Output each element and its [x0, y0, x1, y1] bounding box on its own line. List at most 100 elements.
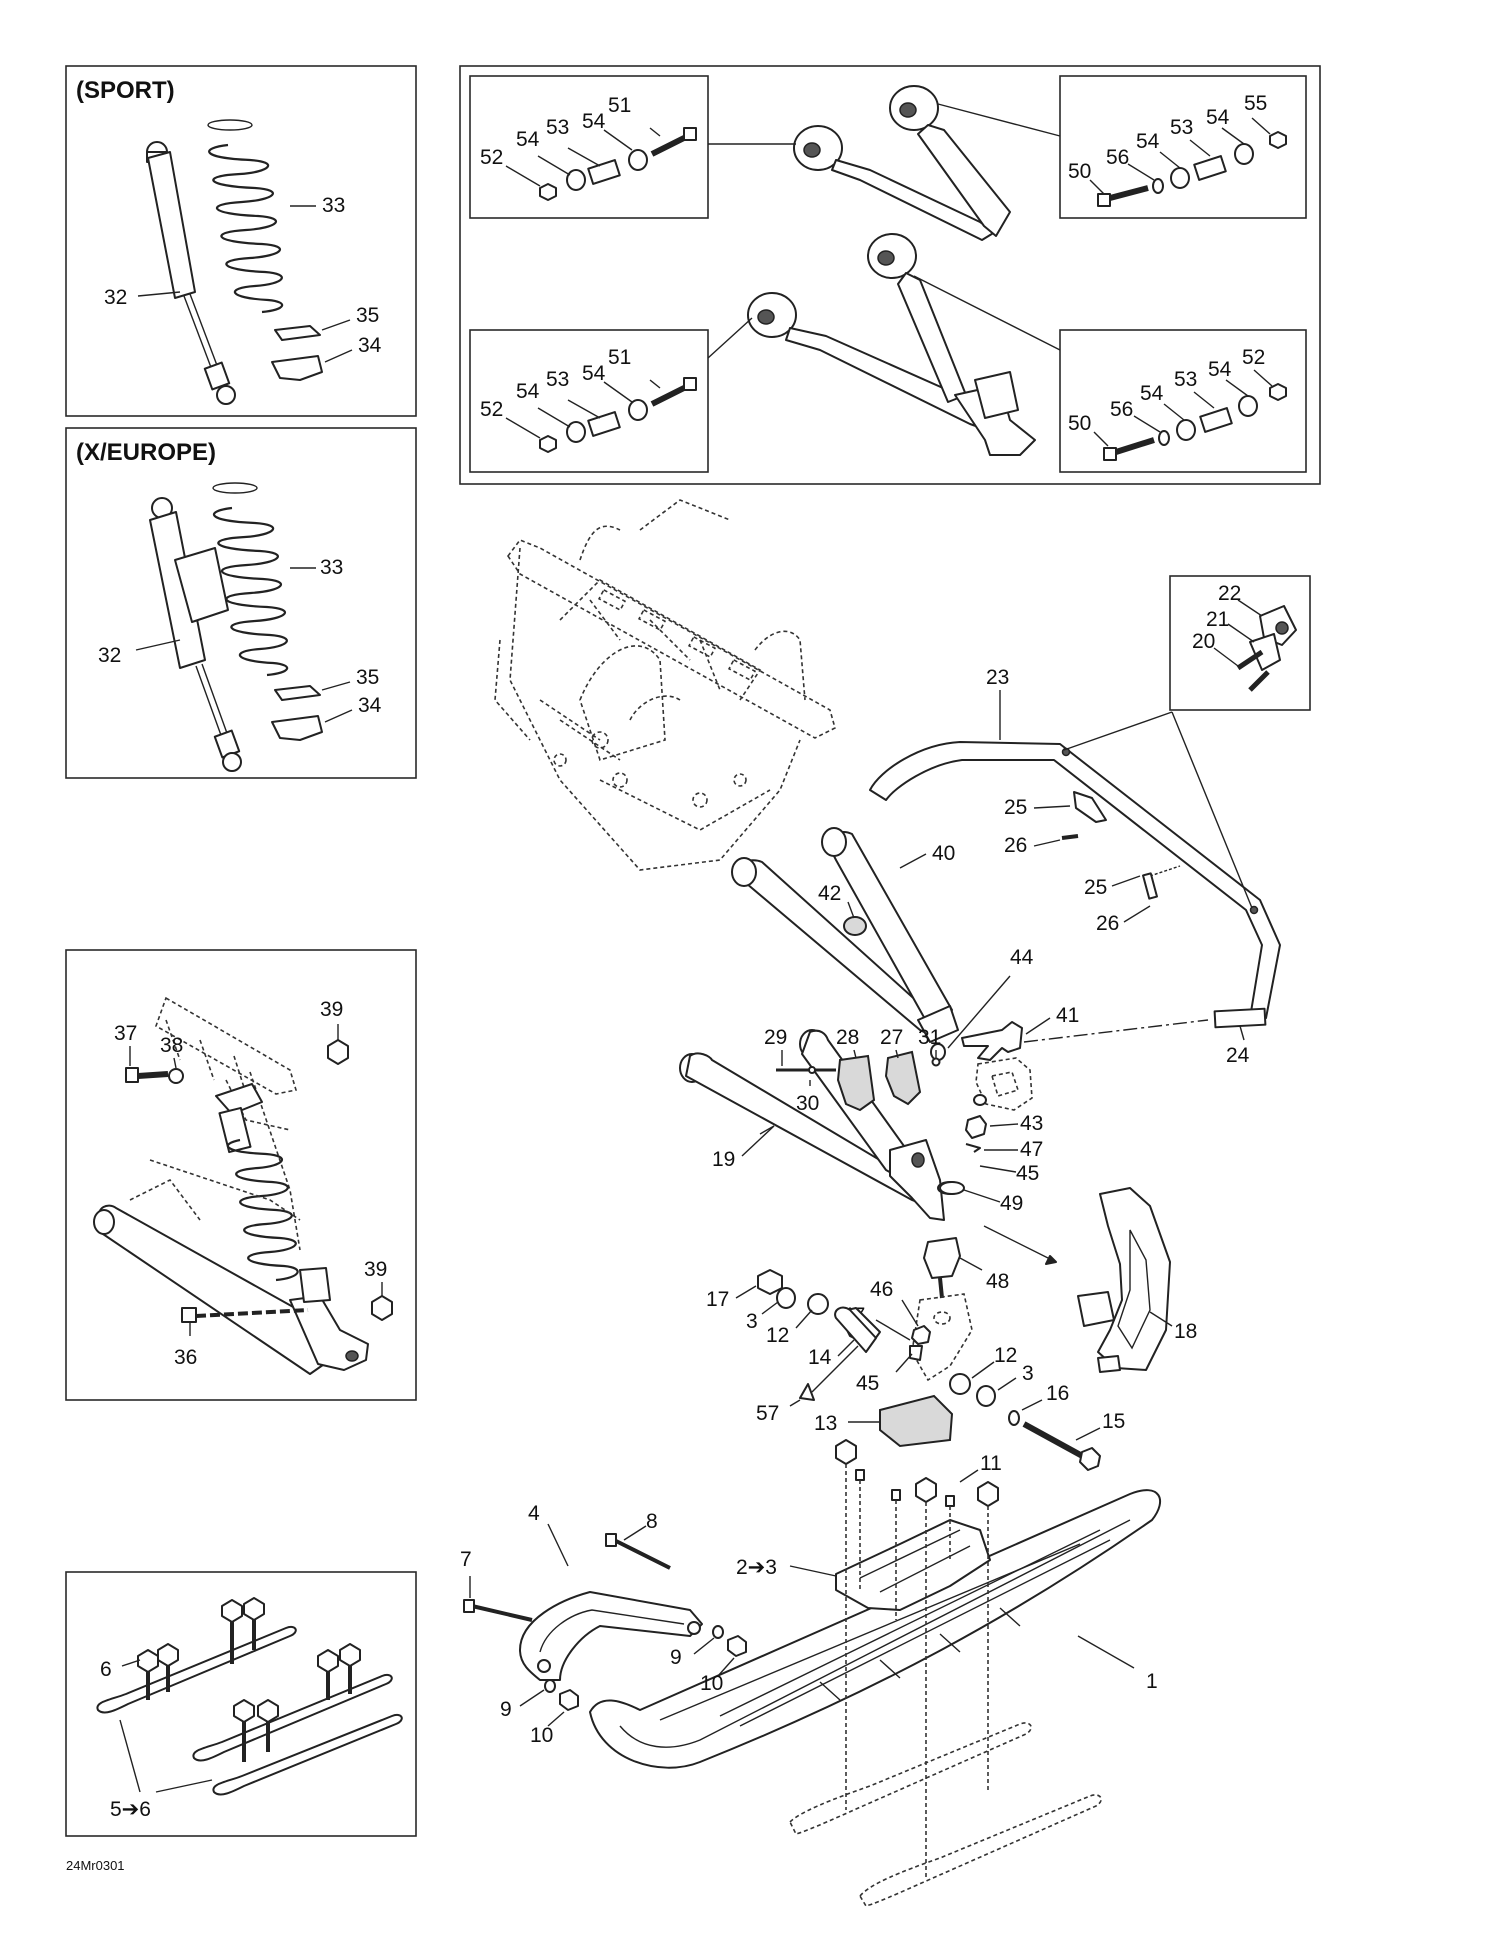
callout-22: 22 [1218, 582, 1241, 605]
callout-47: 47 [1020, 1138, 1043, 1161]
callout-10: 10 [700, 1672, 723, 1695]
callout-52: 52 [480, 146, 503, 169]
callout-56: 56 [1106, 146, 1129, 169]
callout-54: 54 [516, 380, 540, 403]
callout-36: 36 [174, 1346, 197, 1369]
callout-34: 34 [358, 694, 382, 717]
callout-54: 54 [1208, 358, 1232, 381]
callout-2-3: 2➔3 [736, 1556, 777, 1579]
callout-34: 34 [358, 334, 382, 357]
callout-40: 40 [932, 842, 955, 865]
callout-19: 19 [712, 1148, 735, 1171]
callout-15: 15 [1102, 1410, 1125, 1433]
callout-3: 3 [746, 1310, 758, 1333]
anti-sway-bar: 23 25 26 25 26 24 [869, 666, 1281, 1067]
cushion-13 [879, 1394, 954, 1448]
callout-53: 53 [546, 116, 569, 139]
callout-46: 46 [870, 1278, 893, 1301]
plate-bolts: 11 [835, 1439, 1002, 1880]
bushing-box-bottom-right: 52 54 53 54 56 50 [1059, 329, 1307, 473]
callout-55: 55 [1244, 92, 1267, 115]
callout-39: 39 [364, 1258, 387, 1281]
callout-20: 20 [1192, 630, 1215, 653]
lower-a-arm-illustration [747, 233, 1036, 456]
bushing-box-bottom-left: 51 54 53 54 52 [469, 329, 709, 473]
callout-50: 50 [1068, 412, 1091, 435]
callout-30: 30 [796, 1092, 819, 1115]
europe-callouts: 33 32 35 34 [98, 556, 382, 723]
callout-54: 54 [1206, 106, 1230, 129]
sport-spring-seat [271, 355, 323, 381]
protector-28 [836, 1054, 876, 1112]
arm-protectors: 29 28 27 31 30 [764, 1026, 941, 1115]
ski-leg-18: 18 [1077, 1187, 1197, 1373]
callout-32: 32 [104, 286, 127, 309]
upper-a-arm-illustration [793, 85, 1011, 241]
callout-5-6: 5➔6 [110, 1798, 151, 1821]
callout-23: 23 [986, 666, 1009, 689]
bolt-assembly [539, 127, 697, 201]
callout-9: 9 [500, 1698, 512, 1721]
runner-bottom [212, 1699, 403, 1796]
callout-54: 54 [516, 128, 540, 151]
knuckle-area: 48 46 47 45 17 3 12 14 57 [706, 1225, 1125, 1471]
callout-44: 44 [1010, 946, 1034, 969]
callout-37: 37 [114, 1022, 137, 1045]
callout-43: 43 [1020, 1112, 1043, 1135]
runners-inset: 6 5➔6 [65, 1571, 417, 1837]
sport-panel: (SPORT) 33 32 35 34 [65, 65, 417, 417]
shock-inset: 37 38 39 39 36 [65, 949, 417, 1401]
chassis-frame [494, 499, 836, 871]
ski-plate [835, 1519, 991, 1611]
callout-18: 18 [1174, 1320, 1197, 1343]
ski-body [589, 1489, 1162, 1769]
sport-shock-absorber [146, 141, 236, 405]
callout-26: 26 [1004, 834, 1027, 857]
callout-57: 57 [756, 1402, 779, 1425]
callout-41: 41 [1056, 1004, 1079, 1027]
callout-39: 39 [320, 998, 343, 1021]
callout-31: 31 [918, 1026, 941, 1049]
sleeve-14 [834, 1306, 877, 1353]
sport-spring [207, 119, 283, 314]
ball-joint-48 [923, 1237, 961, 1279]
callout-11: 11 [980, 1452, 1002, 1475]
callout-14: 14 [808, 1346, 832, 1369]
bushing-panel: 51 54 53 54 52 55 [459, 65, 1321, 485]
callout-13: 13 [814, 1412, 837, 1435]
callout-54: 54 [1140, 382, 1164, 405]
europe-spring [212, 482, 288, 677]
callout-25: 25 [1004, 796, 1027, 819]
callout-33: 33 [322, 194, 345, 217]
callout-50: 50 [1068, 160, 1091, 183]
europe-shock-absorber [149, 497, 242, 772]
bushing-box-top-right: 55 54 53 54 56 50 [1059, 75, 1307, 219]
bolt-assembly [539, 377, 697, 453]
callout-29: 29 [764, 1026, 787, 1049]
callout-33: 33 [320, 556, 343, 579]
callout-48: 48 [986, 1270, 1009, 1293]
lower-a-arm: 19 [679, 1029, 963, 1221]
callout-16: 16 [1046, 1382, 1069, 1405]
callout-12: 12 [994, 1344, 1017, 1367]
callout-26: 26 [1096, 912, 1119, 935]
callout-21: 21 [1206, 608, 1229, 631]
callout-42: 42 [818, 882, 841, 905]
bushing-box-top-left: 51 54 53 54 52 [469, 75, 709, 219]
callout-52: 52 [1242, 346, 1265, 369]
ski-assembly: 4 8 7 9 10 9 10 2➔3 [460, 1439, 1162, 1907]
callout-35: 35 [356, 304, 379, 327]
callout-25: 25 [1084, 876, 1107, 899]
callout-3: 3 [1022, 1362, 1034, 1385]
callout-53: 53 [1174, 368, 1197, 391]
callout-49: 49 [1000, 1192, 1023, 1215]
callout-27: 27 [880, 1026, 903, 1049]
europe-spring-clip [274, 685, 321, 701]
upper-a-arm: 40 42 44 41 [731, 827, 1209, 1061]
ball-joint-41 [961, 1021, 1023, 1061]
ski-handle [519, 1591, 703, 1681]
callout-1: 1 [1146, 1670, 1158, 1693]
callout-35: 35 [356, 666, 379, 689]
callout-54: 54 [582, 362, 606, 385]
